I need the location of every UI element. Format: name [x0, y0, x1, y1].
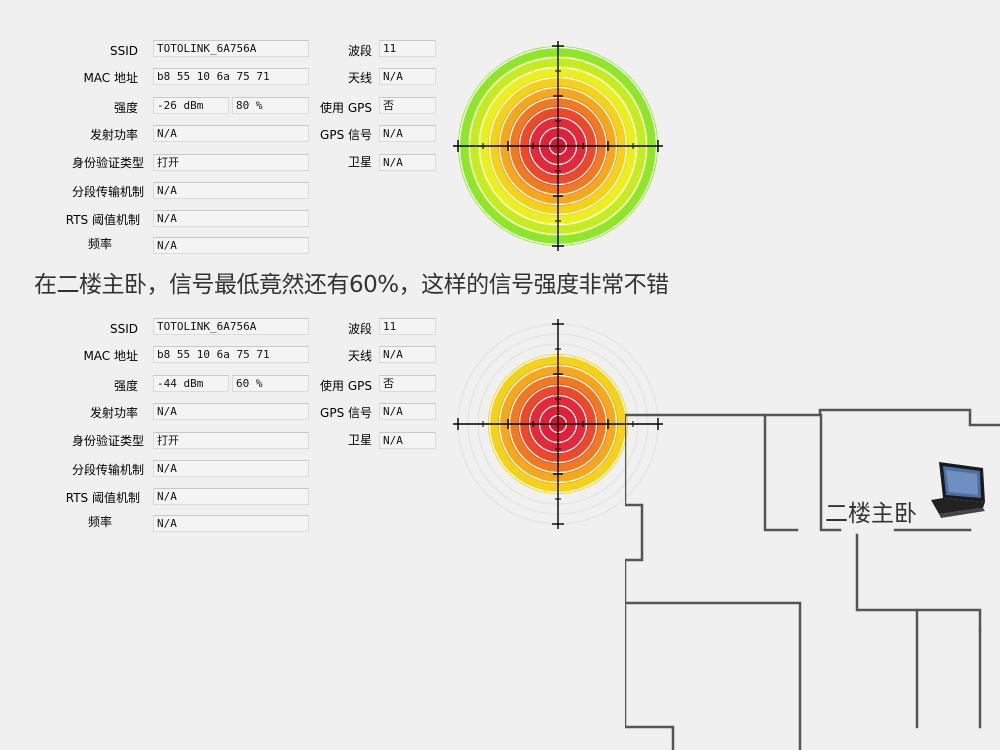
satellite-label: 卫星	[347, 155, 372, 169]
wall	[763, 408, 1000, 427]
band-label: 波段	[347, 322, 372, 336]
antenna-label: 天线	[347, 349, 372, 363]
band-field: 11	[379, 40, 436, 57]
antenna-label: 天线	[347, 71, 372, 85]
use-gps-label: 使用 GPS	[320, 379, 372, 393]
wifi-info-panel-2: SSID TOTOLINK_6A756A MAC 地址 b8 55 10 6a …	[0, 278, 450, 532]
satellite-label: 卫星	[347, 433, 372, 447]
frequency-field: N/A	[153, 515, 309, 532]
wall	[625, 601, 675, 750]
frequency-field: N/A	[153, 237, 309, 254]
use-gps-label: 使用 GPS	[320, 101, 372, 115]
tx-power-label: 发射功率	[89, 128, 138, 142]
caption-text: 在二楼主卧，信号最低竟然还有60%，这样的信号强度非常不错	[34, 272, 669, 298]
frequency-label: 频率	[87, 515, 112, 529]
wifi-info-panel-1: SSID TOTOLINK_6A756A MAC 地址 b8 55 10 6a …	[0, 0, 450, 254]
gps-signal-field: N/A	[379, 125, 436, 142]
tx-power-field: N/A	[153, 125, 309, 142]
band-label: 波段	[347, 44, 372, 58]
gps-signal-label: GPS 信号	[320, 406, 372, 420]
outer-wall	[625, 413, 799, 532]
tx-power-field: N/A	[153, 403, 309, 420]
antenna-field: N/A	[379, 346, 436, 363]
satellite-field: N/A	[379, 432, 436, 449]
use-gps-field: 否	[379, 97, 436, 114]
strength-percent-field: 80 %	[232, 97, 309, 114]
strength-label: 强度	[113, 101, 138, 115]
signal-radar-2	[453, 319, 663, 529]
satellite-field: N/A	[379, 154, 436, 171]
fragmentation-label: 分段传输机制	[71, 463, 144, 477]
strength-label: 强度	[113, 379, 138, 393]
ssid-label: SSID	[109, 44, 138, 58]
mac-field: b8 55 10 6a 75 71	[153, 346, 309, 363]
rts-label: RTS 阈值机制	[65, 491, 140, 505]
wall	[819, 413, 842, 532]
gps-signal-label: GPS 信号	[320, 128, 372, 142]
floor-plan	[625, 408, 1000, 750]
wall	[625, 413, 802, 750]
use-gps-field: 否	[379, 375, 436, 392]
strength-dbm-field: -26 dBm	[153, 97, 229, 114]
strength-dbm-field: -44 dBm	[153, 375, 229, 392]
fragmentation-field: N/A	[153, 460, 309, 477]
fragmentation-label: 分段传输机制	[71, 185, 144, 199]
rts-label: RTS 阈值机制	[65, 213, 140, 227]
band-field: 11	[379, 318, 436, 335]
mac-label: MAC 地址	[83, 349, 138, 363]
tx-power-label: 发射功率	[89, 406, 138, 420]
auth-label: 身份验证类型	[71, 156, 144, 170]
signal-radar-1	[453, 41, 663, 251]
auth-field: 打开	[153, 432, 309, 449]
ssid-field: TOTOLINK_6A756A	[153, 318, 309, 335]
ssid-field: TOTOLINK_6A756A	[153, 40, 309, 57]
ssid-label: SSID	[109, 322, 138, 336]
rts-field: N/A	[153, 488, 309, 505]
auth-label: 身份验证类型	[71, 434, 144, 448]
room-label-master-bedroom: 二楼主卧	[825, 501, 917, 527]
auth-field: 打开	[153, 154, 309, 171]
gps-signal-field: N/A	[379, 403, 436, 420]
laptop-icon	[931, 462, 985, 518]
strength-percent-field: 60 %	[232, 375, 309, 392]
mac-label: MAC 地址	[83, 71, 138, 85]
fragmentation-field: N/A	[153, 182, 309, 199]
frequency-label: 频率	[87, 237, 112, 251]
mac-field: b8 55 10 6a 75 71	[153, 68, 309, 85]
antenna-field: N/A	[379, 68, 436, 85]
wall	[855, 533, 982, 632]
rts-field: N/A	[153, 210, 309, 227]
